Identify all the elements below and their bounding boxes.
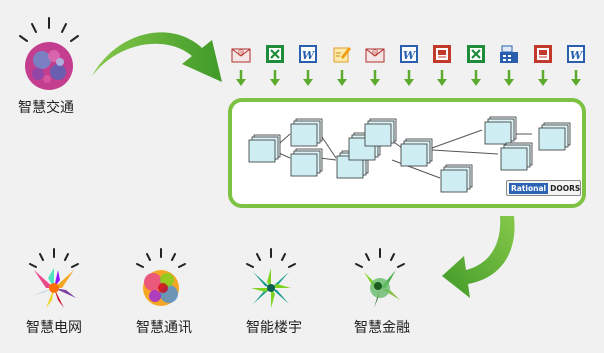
- source-label: 智慧交通: [18, 100, 74, 116]
- down-arrow-icon: [303, 70, 313, 86]
- requirement-box: [500, 142, 533, 171]
- word-icon: W: [298, 44, 318, 64]
- target-label-4: 智慧金融: [354, 320, 410, 336]
- word-icon: W: [399, 44, 419, 64]
- svg-text:@: @: [238, 49, 245, 57]
- powerpoint-icon: [533, 44, 553, 64]
- svg-text:W: W: [403, 49, 417, 62]
- target-label-2: 智慧通讯: [136, 320, 192, 336]
- word-icon: W: [566, 44, 586, 64]
- requirement-box: [484, 116, 517, 145]
- down-arrow-icon: [571, 70, 581, 86]
- down-arrow-icon: [437, 70, 447, 86]
- down-arrow-icon: [236, 70, 246, 86]
- rational-wordmark: Rational: [509, 182, 549, 194]
- down-arrow-icon: [270, 70, 280, 86]
- excel-icon: [466, 44, 486, 64]
- requirement-box: [440, 164, 473, 193]
- email-icon: @: [231, 44, 251, 64]
- requirement-box: [248, 134, 281, 163]
- smart-communication-burst-icon: [136, 248, 186, 306]
- svg-text:W: W: [570, 49, 584, 62]
- smart-grid-burst-icon: [29, 248, 79, 308]
- target-label-1: 智慧电网: [26, 320, 82, 336]
- down-arrow-icon: [471, 70, 481, 86]
- requirement-box: [290, 148, 323, 177]
- requirement-box: [400, 138, 433, 167]
- curved-arrow-down-left: [442, 216, 515, 298]
- smart-finance-burst-icon: [355, 248, 405, 308]
- fax-icon: [499, 44, 519, 64]
- rational-doors-logo: Rational DOORS: [506, 180, 581, 196]
- down-arrow-icon: [370, 70, 380, 86]
- down-arrow-icon: [538, 70, 548, 86]
- smart-transportation-globe-icon: [19, 17, 79, 90]
- target-label-3: 智能楼宇: [246, 320, 302, 336]
- down-arrow-icon: [337, 70, 347, 86]
- requirement-box: [364, 118, 397, 147]
- svg-text:W: W: [302, 49, 316, 62]
- note-icon: [332, 44, 352, 64]
- smart-building-burst-icon: [246, 248, 296, 308]
- requirement-box: [290, 118, 323, 147]
- down-arrow-icon: [404, 70, 414, 86]
- curved-arrow-right: [92, 32, 222, 82]
- svg-text:@: @: [372, 49, 379, 57]
- doors-wordmark: DOORS: [550, 183, 581, 193]
- email-icon: @: [365, 44, 385, 64]
- down-arrow-icon: [504, 70, 514, 86]
- excel-icon: [265, 44, 285, 64]
- powerpoint-icon: [432, 44, 452, 64]
- requirement-box: [538, 122, 571, 151]
